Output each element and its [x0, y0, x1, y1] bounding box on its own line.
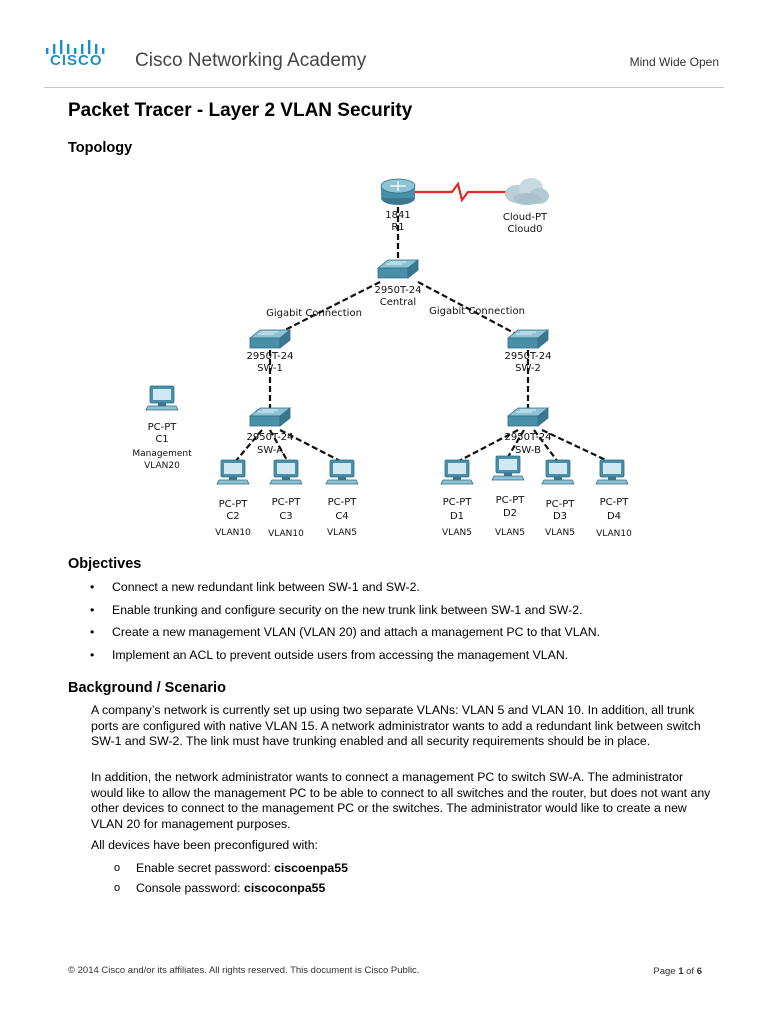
credential-value: ciscoenpa55	[274, 861, 348, 875]
background-heading: Background / Scenario	[68, 680, 226, 696]
objective-item: Enable trunking and configure security o…	[90, 603, 710, 617]
background-paragraph-3: All devices have been preconfigured with…	[91, 838, 318, 852]
sw2-model-label: 2950T-24	[505, 351, 552, 362]
d2-name-label: D2	[503, 508, 517, 519]
switch-swa-icon	[249, 407, 291, 427]
swb-model-label: 2950T-24	[505, 432, 552, 443]
cisco-logo-icon	[46, 40, 105, 54]
c1-role-label: Management	[132, 449, 192, 459]
central-name-label: Central	[380, 297, 416, 308]
pc-d4-icon	[595, 459, 629, 485]
objective-item: Connect a new redundant link between SW-…	[90, 580, 710, 594]
c3-name-label: C3	[279, 511, 292, 522]
link-label-left: Gigabit Connection	[266, 308, 362, 319]
pc-d3-icon	[541, 459, 575, 485]
switch-central-icon	[377, 259, 419, 279]
c4-model-label: PC-PT	[328, 497, 358, 508]
c3-vlan-label: VLAN10	[268, 529, 304, 539]
objective-item: Implement an ACL to prevent outside user…	[90, 648, 710, 662]
d1-model-label: PC-PT	[443, 497, 473, 508]
c2-model-label: PC-PT	[219, 499, 249, 510]
c1-vlan-label: VLAN20	[144, 461, 180, 471]
page-total: 6	[696, 966, 702, 977]
tagline: Mind Wide Open	[629, 55, 719, 69]
page-prefix: Page	[653, 966, 679, 977]
swa-name-label: SW-A	[257, 445, 283, 456]
topology-heading: Topology	[68, 140, 133, 156]
credential-label: Enable secret password:	[136, 861, 275, 875]
router-model-label: 1841	[385, 210, 410, 221]
topology-diagram: 1841 R1 Cloud-PT Cloud0 2950T-24 Central…	[132, 178, 632, 539]
pc-c4-icon	[325, 459, 359, 485]
switch-sw1-icon	[249, 329, 291, 349]
credential-item: Console password: ciscoconpa55	[114, 881, 348, 896]
c2-name-label: C2	[226, 511, 239, 522]
c4-vlan-label: VLAN5	[327, 528, 357, 538]
credential-item: Enable secret password: ciscoenpa55	[114, 861, 348, 876]
switch-swb-icon	[507, 407, 549, 427]
cloud-name-label: Cloud0	[508, 224, 543, 235]
d1-name-label: D1	[450, 511, 464, 522]
sw2-name-label: SW-2	[515, 363, 541, 374]
background-paragraph-1: A company’s network is currently set up …	[91, 703, 701, 748]
pc-c3-icon	[269, 459, 303, 485]
pc-c2-icon	[216, 459, 250, 485]
d3-vlan-label: VLAN5	[545, 528, 575, 538]
page-mid: of	[683, 966, 697, 977]
background-paragraph-2: In addition, the network administrator w…	[91, 770, 711, 831]
c4-name-label: C4	[335, 511, 348, 522]
pc-d2-icon	[491, 455, 525, 481]
page-header: CISCO Cisco Networking Academy Mind Wide…	[0, 0, 768, 90]
c1-model-label: PC-PT	[148, 422, 178, 433]
page-title: Packet Tracer - Layer 2 VLAN Security	[68, 100, 413, 121]
d2-vlan-label: VLAN5	[495, 528, 525, 538]
router-name-label: R1	[391, 222, 404, 233]
central-model-label: 2950T-24	[375, 285, 422, 296]
sw1-name-label: SW-1	[257, 363, 283, 374]
d3-name-label: D3	[553, 511, 567, 522]
page-number: Page 1 of 6	[653, 966, 702, 977]
cloud-icon	[505, 178, 549, 205]
c1-name-label: C1	[155, 434, 168, 445]
d2-model-label: PC-PT	[496, 495, 526, 506]
credentials-list: Enable secret password: ciscoenpa55 Cons…	[114, 861, 348, 901]
d4-model-label: PC-PT	[600, 497, 630, 508]
objective-item: Create a new management VLAN (VLAN 20) a…	[90, 625, 710, 639]
switch-sw2-icon	[507, 329, 549, 349]
swb-name-label: SW-B	[515, 445, 541, 456]
c3-model-label: PC-PT	[272, 497, 302, 508]
swa-model-label: 2950T-24	[247, 432, 294, 443]
pc-d1-icon	[440, 459, 474, 485]
router-icon	[380, 178, 416, 205]
academy-title: Cisco Networking Academy	[135, 50, 367, 71]
credential-value: ciscoconpa55	[244, 881, 326, 895]
sw1-model-label: 2950T-24	[247, 351, 294, 362]
header-divider	[44, 87, 724, 88]
cloud-model-label: Cloud-PT	[503, 212, 548, 223]
c2-vlan-label: VLAN10	[215, 528, 251, 538]
pc-c1-icon	[145, 385, 179, 411]
cisco-wordmark: CISCO	[50, 52, 103, 69]
d4-vlan-label: VLAN10	[596, 529, 632, 539]
objectives-list: Connect a new redundant link between SW-…	[90, 580, 710, 670]
page-current: 1	[678, 966, 684, 977]
d3-model-label: PC-PT	[546, 499, 576, 510]
link-label-right: Gigabit Connection	[429, 306, 525, 317]
footer-copyright: © 2014 Cisco and/or its affiliates. All …	[68, 965, 420, 976]
credential-label: Console password:	[136, 881, 244, 895]
objectives-heading: Objectives	[68, 556, 142, 572]
d4-name-label: D4	[607, 511, 621, 522]
d1-vlan-label: VLAN5	[442, 528, 472, 538]
